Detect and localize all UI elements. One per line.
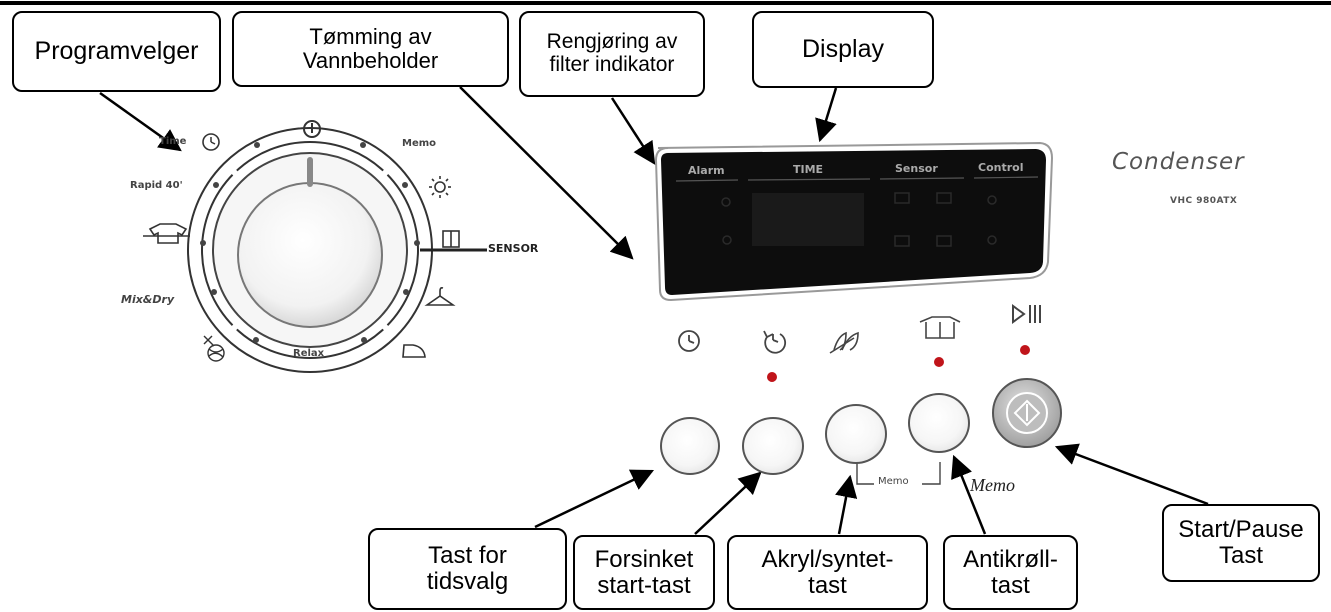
- arrow-programvelger: [99, 91, 182, 152]
- time-select-button[interactable]: [660, 417, 720, 475]
- dial-label-relax: Relax: [293, 348, 325, 359]
- dial-position-dots: [200, 142, 420, 343]
- start-pause-led: [1020, 345, 1030, 355]
- anti-crease-icon: [919, 316, 961, 339]
- memo-button-label: Memo: [970, 475, 1015, 495]
- synthetic-icon: [829, 331, 859, 354]
- dial-label-rapid: Rapid 40': [130, 180, 183, 191]
- hanger-icon: [424, 287, 456, 306]
- arrow-rengjoring: [610, 97, 656, 165]
- callout-antikroll: Antikrøll- tast: [943, 535, 1078, 610]
- wool-icon: [203, 335, 225, 362]
- model-number: VHC 980ATX: [1170, 196, 1238, 206]
- dial-knob-center: [237, 182, 383, 328]
- display-header-time: TIME: [793, 163, 824, 176]
- callout-display: Display: [752, 11, 934, 88]
- dial-label-time: Time: [159, 136, 187, 147]
- shirt-icon: [143, 223, 190, 244]
- timer-icon: [678, 330, 700, 352]
- digital-display: [654, 141, 1054, 302]
- program-selector-dial[interactable]: [143, 120, 487, 373]
- iron-icon: [402, 344, 426, 358]
- callout-akryl: Akryl/syntet- tast: [727, 535, 928, 610]
- arrow-antikroll: [951, 454, 987, 535]
- dial-label-memo: Memo: [402, 138, 437, 149]
- dial-label-mix-dry: Mix&Dry: [121, 293, 175, 306]
- anti-crease-button[interactable]: [908, 393, 970, 453]
- arrow-start-pause: [1054, 443, 1209, 506]
- cupboard-icon: [442, 230, 460, 248]
- anti-crease-led: [934, 357, 944, 367]
- callout-programvelger: Programvelger: [12, 11, 221, 92]
- delay-start-led: [767, 372, 777, 382]
- power-off-icon: [303, 120, 321, 138]
- start-pause-button[interactable]: [992, 378, 1062, 448]
- sun-icon: [429, 176, 451, 198]
- play-pause-icon: [1012, 304, 1041, 324]
- synthetic-button[interactable]: [825, 404, 887, 464]
- display-header-alarm: Alarm: [688, 164, 725, 177]
- callout-start-pause: Start/Pause Tast: [1162, 504, 1320, 582]
- display-header-control: Control: [978, 161, 1024, 174]
- callout-forsinket: Forsinket start-tast: [573, 535, 715, 610]
- callout-arrows: [99, 86, 1209, 535]
- memo-bracket-label: Memo: [878, 476, 909, 487]
- dial-pointer: [307, 157, 313, 187]
- delay-start-button[interactable]: [742, 417, 804, 475]
- display-time-area: [752, 193, 864, 246]
- callout-tomming: Tømming av Vannbeholder: [232, 11, 509, 87]
- arrow-display: [815, 87, 838, 143]
- arrow-tomming: [459, 86, 634, 260]
- display-header-sensor: Sensor: [895, 162, 938, 175]
- dial-label-sensor: SENSOR: [488, 242, 539, 255]
- brand-name: Condenser: [1112, 149, 1245, 175]
- dial-inner-ring: [201, 141, 419, 359]
- clock-icon: [202, 133, 220, 151]
- delay-start-icon: [763, 330, 787, 354]
- arrow-forsinket: [694, 471, 762, 535]
- callout-tast-for-tidsvalg: Tast for tidsvalg: [368, 528, 567, 610]
- arrow-tidsvalg: [534, 469, 655, 529]
- callout-rengjoring: Rengjøring av filter indikator: [519, 11, 705, 97]
- arrow-akryl: [835, 474, 858, 535]
